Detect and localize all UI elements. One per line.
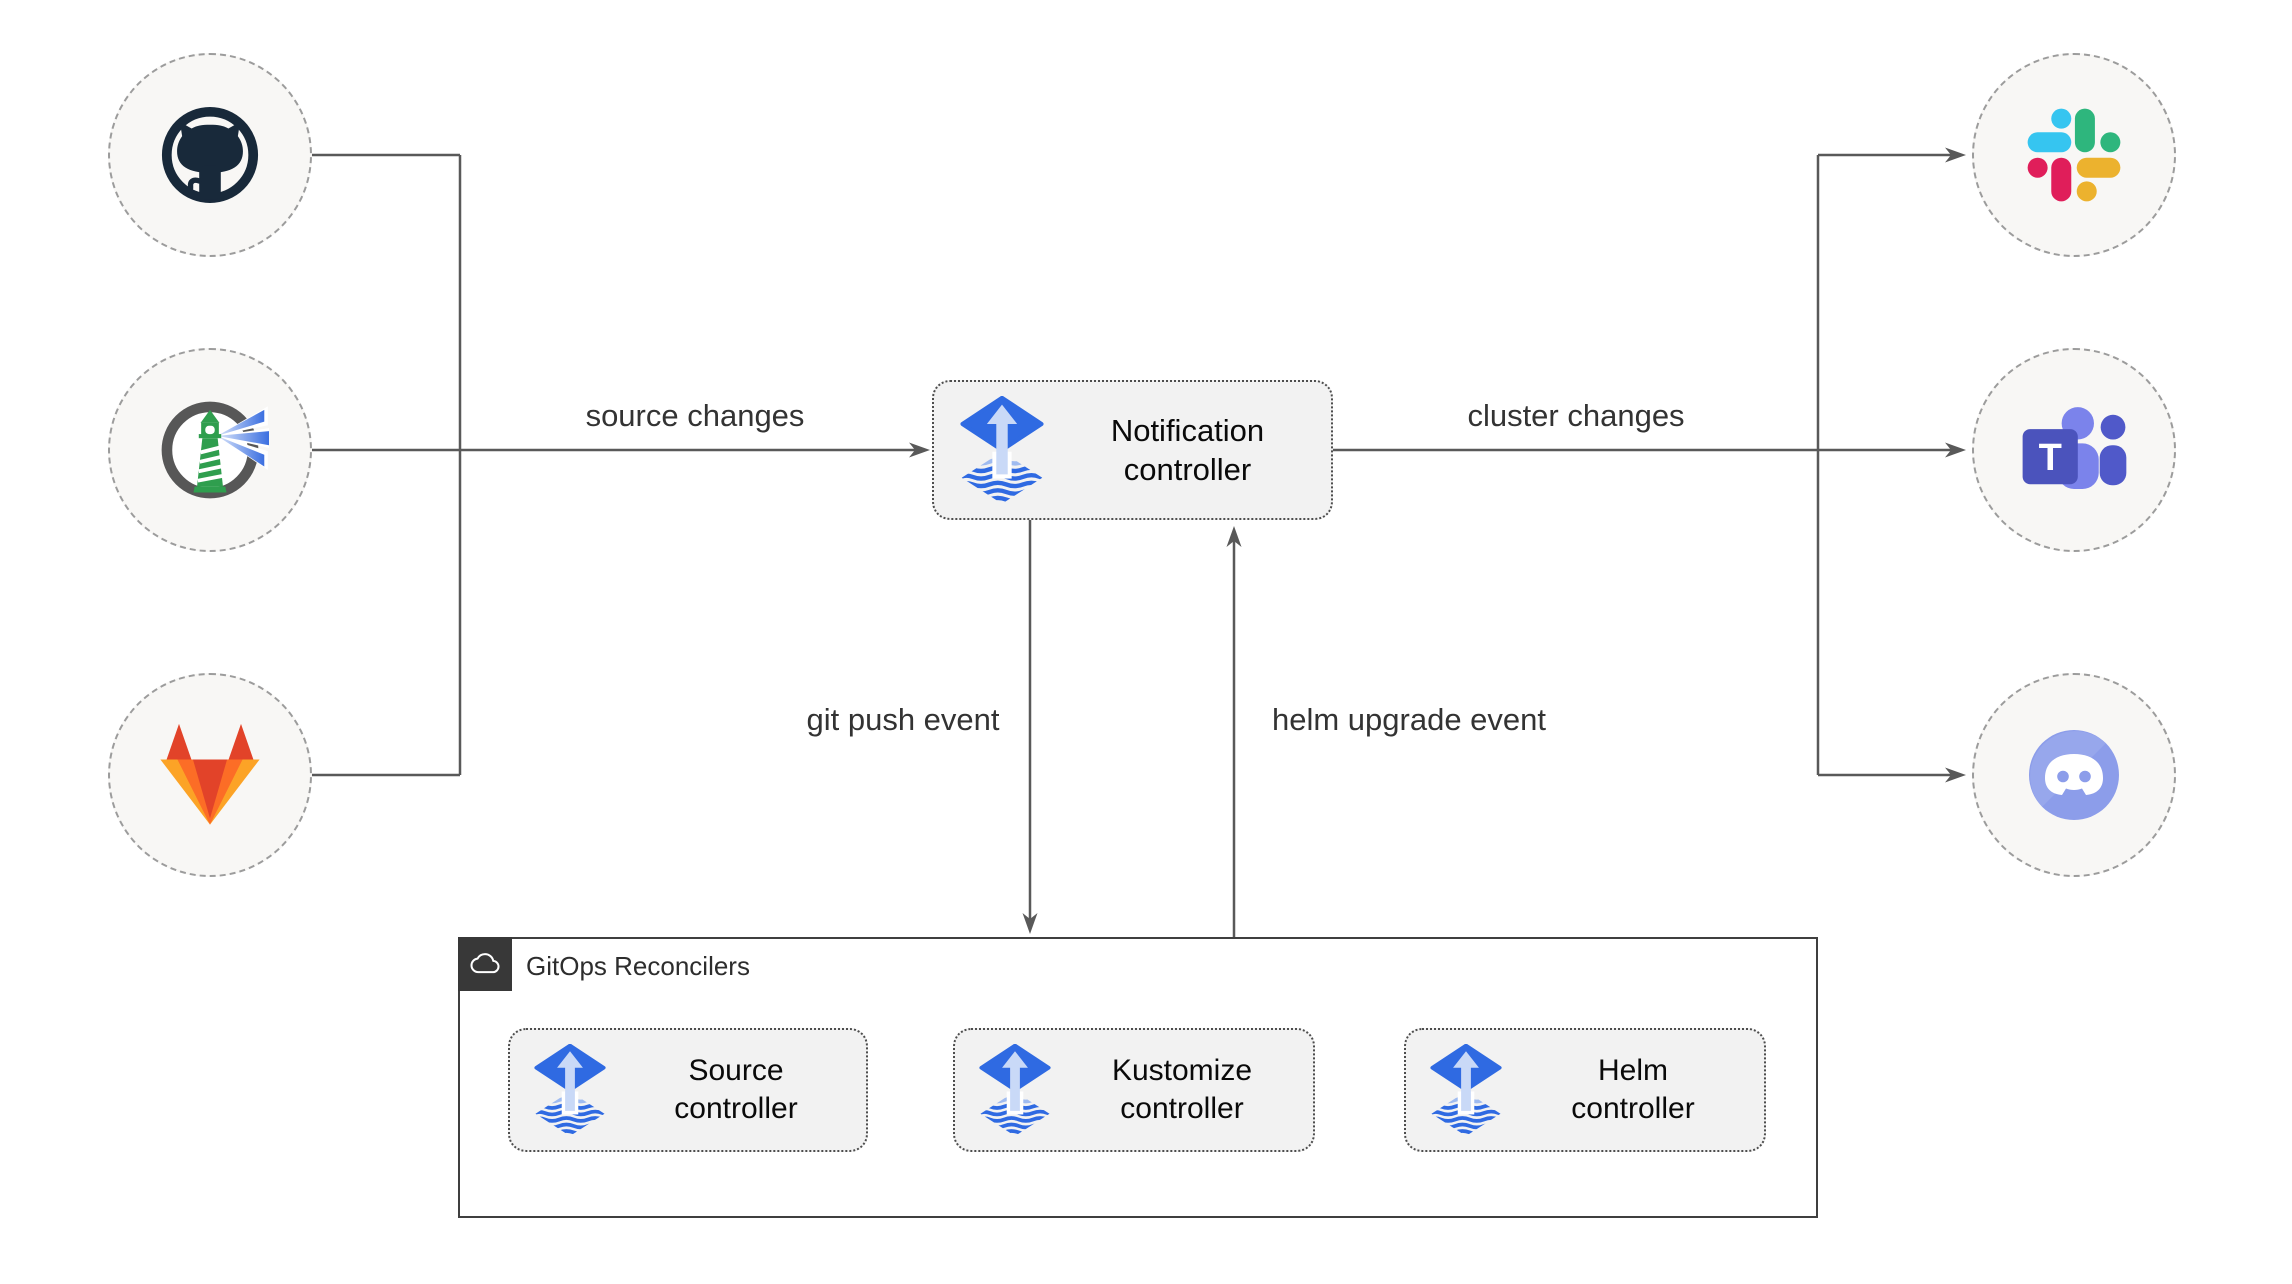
- flux-icon: [960, 396, 1044, 504]
- arrowhead-into-notification: [909, 442, 930, 458]
- teams-icon: T: [2022, 407, 2127, 490]
- helm-controller-label: Helm controller: [1571, 1054, 1695, 1125]
- gitops-reconcilers-group: GitOps Reconcilers Source controller Kus…: [458, 937, 1818, 1218]
- gitlab-icon: [160, 723, 260, 825]
- helm-controller-label-wrap: Helm controller: [1502, 1052, 1764, 1128]
- cloud-icon: [470, 953, 500, 974]
- slack-icon: [2027, 108, 2121, 202]
- node-helm-controller: Helm controller: [1404, 1028, 1766, 1152]
- arrowhead-into-notification-bottom: [1226, 526, 1242, 547]
- notification-controller-label-wrap: Notification controller: [1044, 411, 1331, 489]
- gitops-reconcilers-title: GitOps Reconcilers: [526, 951, 750, 981]
- cloud-badge: [458, 937, 512, 991]
- teams-letter: T: [2039, 437, 2062, 479]
- arrowhead-into-teams: [1945, 442, 1966, 458]
- node-slack: [1972, 53, 2176, 257]
- edge-label-helm-upgrade-event: helm upgrade event: [1271, 702, 1547, 737]
- kustomize-controller-label: Kustomize controller: [1111, 1054, 1253, 1125]
- node-discord: [1972, 673, 2176, 877]
- edge-label-cluster-changes: cluster changes: [1467, 398, 1685, 433]
- edge-label-source-changes: source changes: [585, 398, 805, 433]
- node-kustomize-controller: Kustomize controller: [953, 1028, 1315, 1152]
- node-gitlab: [108, 673, 312, 877]
- source-controller-label-wrap: Source controller: [606, 1052, 866, 1128]
- arrowhead-into-discord: [1945, 767, 1966, 783]
- edge-label-git-push-event: git push event: [806, 702, 1000, 737]
- github-icon: [161, 106, 259, 204]
- flux-icon: [979, 1044, 1051, 1136]
- discord-icon: [2029, 730, 2119, 820]
- source-controller-label: Source controller: [674, 1054, 798, 1125]
- notification-controller-label: Notification controller: [1110, 413, 1265, 487]
- node-source-controller: Source controller: [508, 1028, 868, 1152]
- arrowhead-into-slack: [1945, 147, 1966, 163]
- node-harbor: [108, 348, 312, 552]
- harbor-icon: [161, 401, 269, 499]
- node-github: [108, 53, 312, 257]
- flux-icon: [1430, 1044, 1502, 1136]
- node-teams: T: [1972, 348, 2176, 552]
- node-notification-controller: Notification controller: [932, 380, 1333, 520]
- kustomize-controller-label-wrap: Kustomize controller: [1051, 1052, 1313, 1128]
- arrowhead-into-reconcilers: [1022, 913, 1038, 934]
- flux-icon: [534, 1044, 606, 1136]
